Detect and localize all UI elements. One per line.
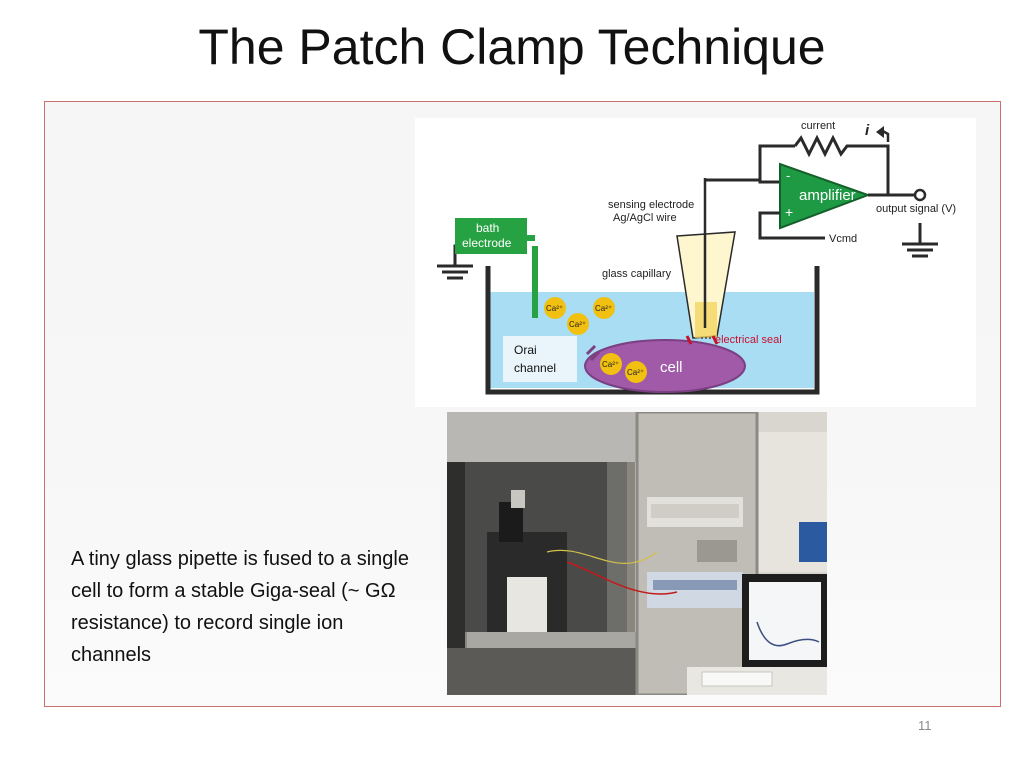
ca-ion-2: Ca²⁺	[593, 297, 615, 319]
ca-ion-label: Ca²⁺	[627, 368, 644, 377]
ca-ion-label: Ca²⁺	[602, 360, 619, 369]
ground-symbol-right	[902, 242, 938, 258]
cell-label: cell	[660, 359, 683, 376]
bath-label-line2: electrode	[462, 236, 512, 250]
ca-ion-4: Ca²⁺	[600, 353, 622, 375]
vcmd-label: Vcmd	[829, 233, 857, 245]
orai-channel-icon	[585, 344, 601, 362]
electrical-seal-label: electrical seal	[715, 334, 782, 346]
ca-ion-label: Ca²⁺	[595, 304, 612, 313]
patch-clamp-diagram: cell Orai channel Ca²⁺ Ca²⁺ Ca²⁺ Ca²⁺ Ca…	[415, 118, 976, 407]
slide-title: The Patch Clamp Technique	[198, 19, 826, 75]
amplifier-minus: -	[786, 168, 790, 183]
cell-body	[584, 339, 746, 393]
body-text: A tiny glass pipette is fused to a singl…	[71, 548, 409, 666]
lab-setup-photo	[447, 412, 827, 695]
current-label: current	[801, 120, 835, 132]
current-symbol: i	[865, 122, 870, 139]
feedback-resistor	[793, 134, 890, 194]
amplifier-triangle	[779, 162, 871, 230]
ca-ion-label: Ca²⁺	[569, 320, 586, 329]
ground-symbol-left	[437, 264, 473, 280]
sensing-label-line2: Ag/AgCl wire	[613, 212, 677, 224]
output-signal-label: output signal (V)	[876, 203, 956, 215]
amplifier-label: amplifier	[799, 187, 856, 204]
ca-ion-3: Ca²⁺	[567, 313, 589, 335]
bath-electrode-box	[455, 218, 527, 254]
ca-ion-5: Ca²⁺	[625, 361, 647, 383]
ca-ion-label: Ca²⁺	[546, 304, 563, 313]
glass-capillary-label: glass capillary	[602, 268, 672, 280]
sensing-label-line1: sensing electrode	[608, 199, 694, 211]
ca-ion-1: Ca²⁺	[544, 297, 566, 319]
orai-label-line2: channel	[514, 361, 556, 375]
output-terminal	[913, 188, 927, 202]
electrical-seal-marks	[685, 335, 719, 345]
bath-label-line1: bath	[476, 221, 499, 235]
orai-label-line1: Orai	[514, 343, 537, 357]
amplifier-plus: +	[785, 204, 793, 220]
page-number: 11	[918, 718, 932, 733]
